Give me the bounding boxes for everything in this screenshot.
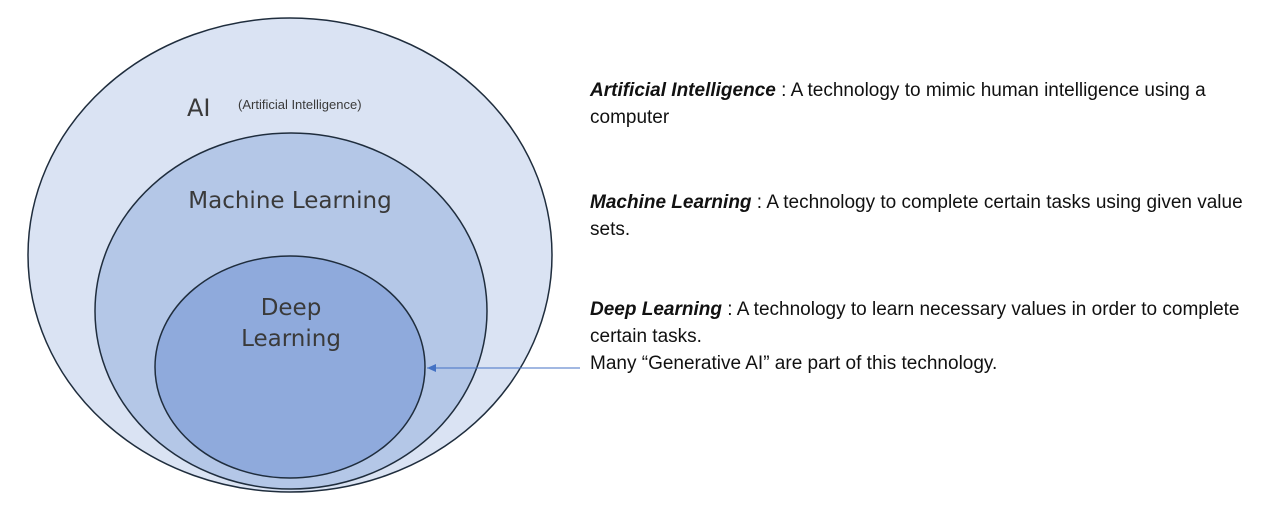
deep-learning-term: Deep Learning — [590, 299, 722, 320]
deep-learning-label-line1: Deep — [261, 295, 322, 321]
ai-sublabel: (Artificial Intelligence) — [238, 97, 362, 112]
deep-learning-circle — [154, 255, 426, 479]
ai-description: Artificial Intelligence : A technology t… — [590, 77, 1250, 131]
generative-ai-note: Many “Generative AI” are part of this te… — [590, 353, 998, 374]
deep-learning-label-line2: Learning — [241, 326, 341, 352]
machine-learning-description: Machine Learning : A technology to compl… — [590, 189, 1250, 243]
deep-learning-definition: : A technology to learn necessary values… — [590, 299, 1240, 347]
machine-learning-term: Machine Learning — [590, 192, 752, 213]
ai-label: AI — [187, 94, 211, 122]
ai-definition: : A technology to mimic human intelligen… — [590, 80, 1206, 128]
deep-learning-description: Deep Learning : A technology to learn ne… — [590, 296, 1260, 377]
machine-learning-definition: : A technology to complete certain tasks… — [590, 192, 1243, 240]
ai-term: Artificial Intelligence — [590, 80, 776, 101]
machine-learning-label: Machine Learning — [188, 188, 391, 214]
